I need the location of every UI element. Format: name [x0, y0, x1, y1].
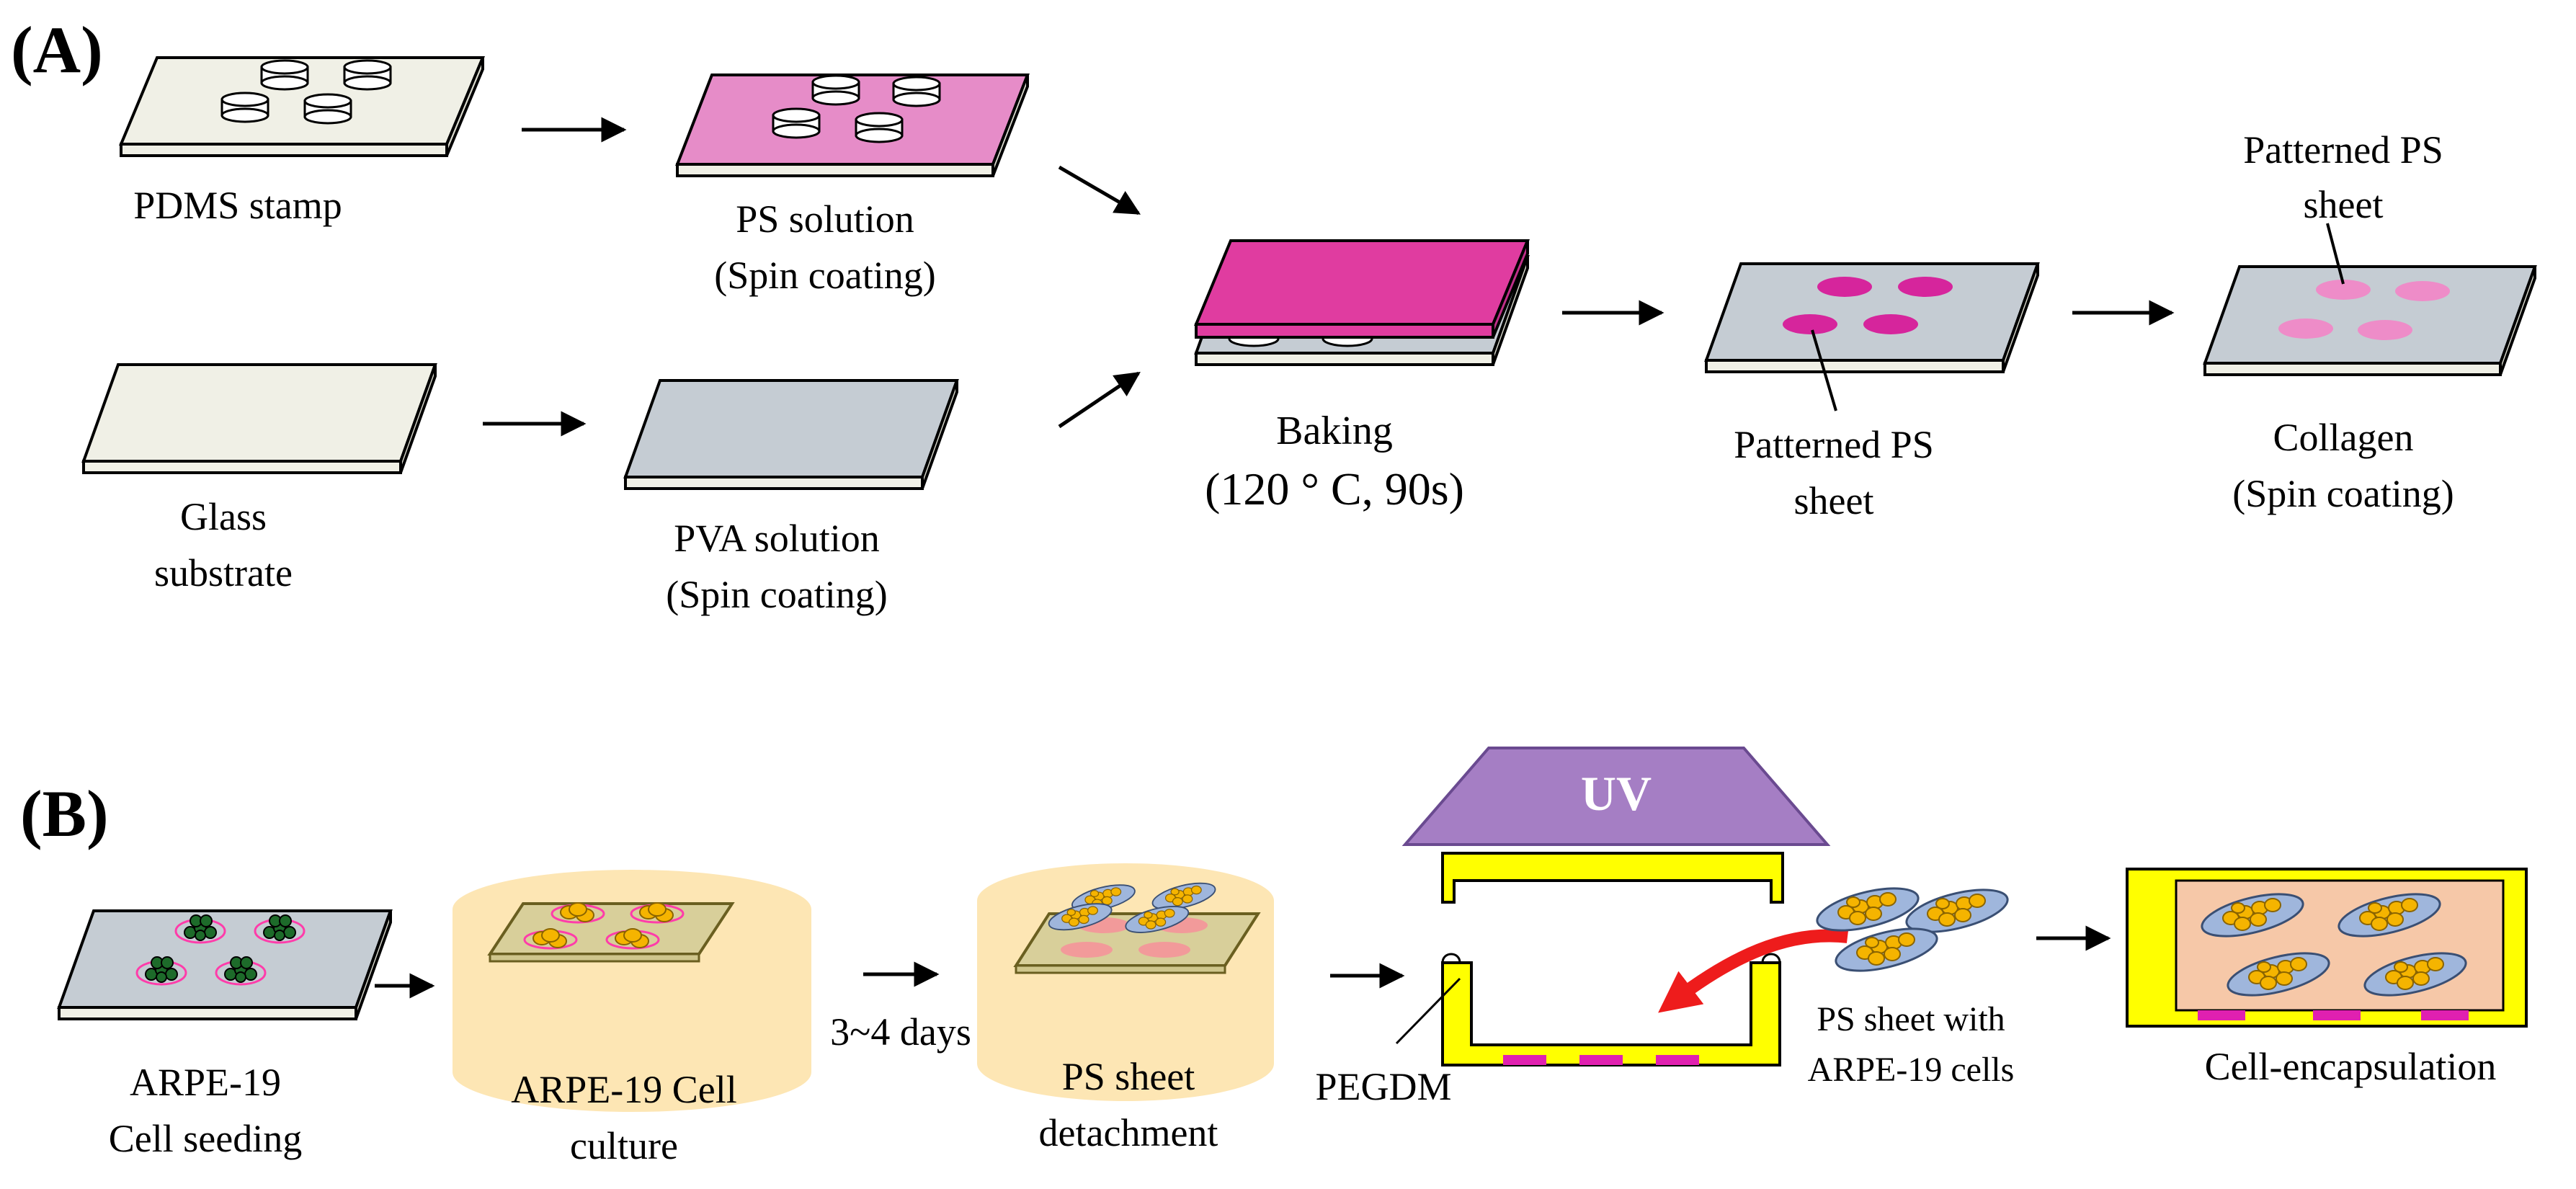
mold-lid	[1441, 852, 1784, 904]
ps-coated-stamp	[675, 74, 1030, 177]
glass-label: Glass	[180, 495, 267, 538]
collagen-patterned-ps-label: Patterned PS	[2243, 128, 2443, 172]
encapsulation-label: Cell-encapsulation	[2205, 1045, 2497, 1088]
detach-ps-label: PS sheet	[1062, 1055, 1195, 1098]
collagen-coated-sheet	[2203, 223, 2537, 376]
pva-spin-coating-label: (Spin coating)	[666, 573, 887, 616]
pdms-stamp-label: PDMS stamp	[133, 184, 342, 227]
uv-lamp: UV	[1401, 747, 1831, 846]
ps-arpe-cells-label: ARPE-19 cells	[1808, 1051, 2015, 1089]
baking-conditions-label: (120 ° C, 90s)	[1205, 463, 1464, 515]
culture-dish	[453, 870, 811, 1112]
patterned-ps-sheet	[1704, 262, 2040, 411]
pegdm-label: PEGDM	[1315, 1065, 1451, 1108]
arrow-a4	[1058, 371, 1141, 429]
cell-seeding-label: Cell seeding	[109, 1117, 302, 1160]
collagen-sheet-label: sheet	[2304, 183, 2384, 226]
baking-label: Baking	[1276, 409, 1393, 453]
baking-stack	[1194, 239, 1530, 366]
transfer-arrow	[1658, 929, 1849, 1013]
detachment-label: detachment	[1039, 1111, 1218, 1154]
encapsulation-chamber	[2126, 868, 2528, 1028]
collagen-label: Collagen	[2273, 416, 2414, 459]
patterned-sheet-label: sheet	[1794, 479, 1874, 522]
substrate-label: substrate	[154, 551, 293, 594]
ps-solution-label: PS solution	[736, 197, 914, 241]
pva-solution-label: PVA solution	[674, 517, 880, 560]
days-label: 3~4 days	[830, 1010, 971, 1054]
glass-substrate	[81, 363, 437, 474]
ps-sheets-with-cells	[1811, 878, 2013, 981]
panel-b-label: (B)	[20, 777, 109, 850]
seeding-arpe-label: ARPE-19	[130, 1061, 281, 1104]
mold-base	[1395, 953, 1781, 1066]
cell-seeding-sheet	[57, 909, 393, 1020]
pva-coated-glass	[623, 379, 959, 490]
arrow-a3	[1058, 165, 1141, 215]
detachment-dish	[977, 863, 1274, 1101]
collagen-spin-coating-label: (Spin coating)	[2232, 472, 2454, 515]
panel-a-label: (A)	[11, 13, 103, 86]
culture-label: culture	[570, 1124, 678, 1167]
ps-spin-coating-label: (Spin coating)	[714, 254, 935, 297]
culture-arpe-label: ARPE-19 Cell	[511, 1068, 737, 1111]
uv-label: UV	[1581, 766, 1652, 821]
patterned-ps-label: Patterned PS	[1734, 423, 1934, 466]
ps-with-label: PS sheet with	[1817, 1000, 2005, 1038]
pdms-stamp	[119, 56, 485, 157]
